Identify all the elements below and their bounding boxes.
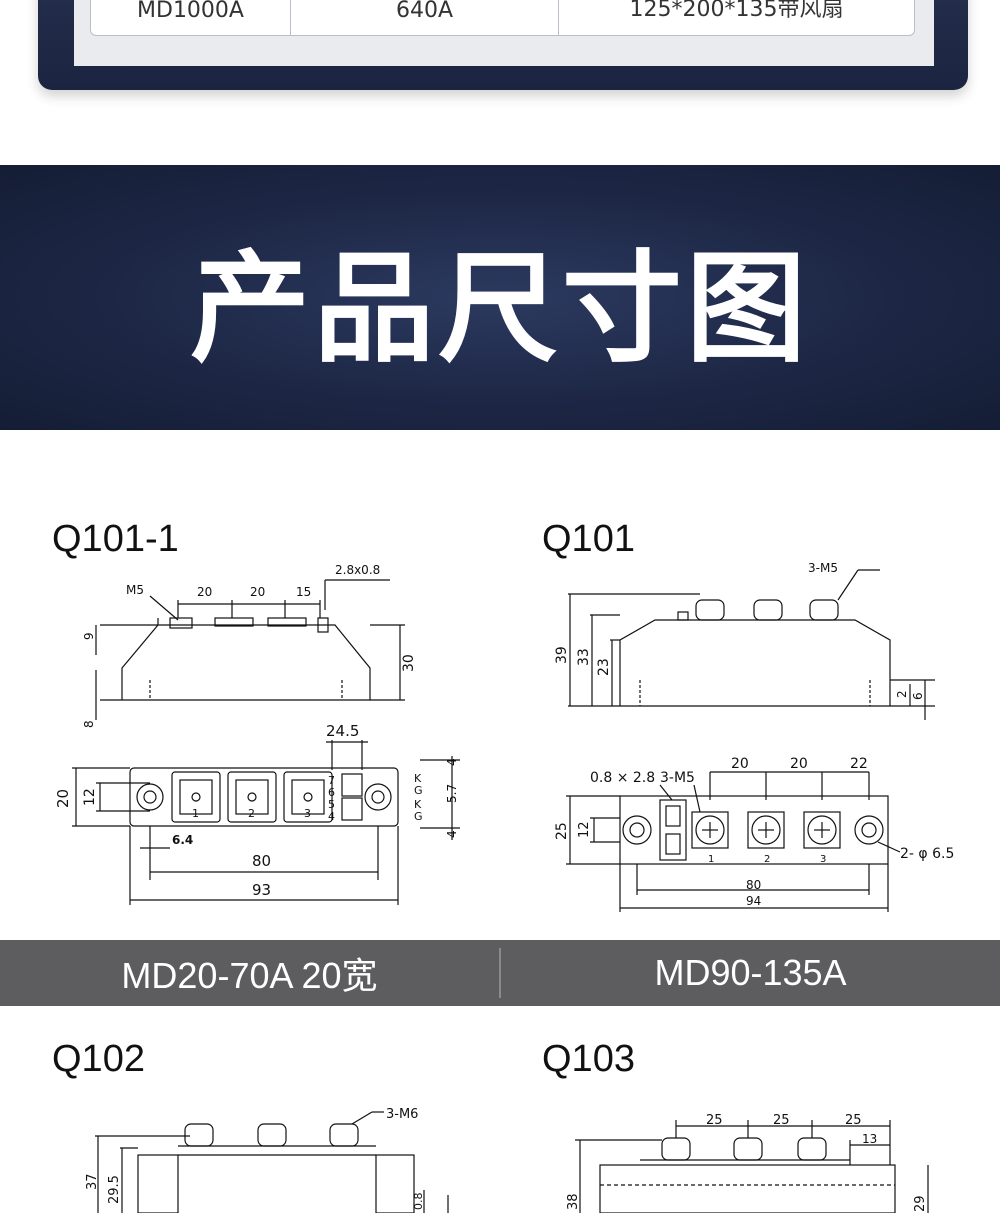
section-title: 产品尺寸图 xyxy=(190,239,810,379)
dim-9: 9 xyxy=(82,632,96,640)
dim-20v: 20 xyxy=(54,789,72,808)
table-cell-model: MD1000A xyxy=(91,0,291,35)
model-label-bar: MD20-70A 20宽 MD90-135A xyxy=(0,940,1000,1006)
dim-4b: 4 xyxy=(445,830,459,838)
dim-13: 13 xyxy=(862,1132,877,1146)
terminal-1: 1 xyxy=(708,854,714,865)
terminal-2: 2 xyxy=(248,807,255,820)
drawing-q101: 3-M5 39 33 23 2 6 0.8 × 2.8 3-M5 20 20 2… xyxy=(554,561,954,912)
pin-7: 7 xyxy=(328,774,335,787)
dim-30: 30 xyxy=(401,654,417,672)
panel-title-q103: Q103 xyxy=(542,1038,635,1080)
label-left: MD20-70A 20宽 xyxy=(121,955,378,996)
drawing-q101-1: M5 20 20 15 2.8x0.8 9 30 8 24.5 20 12 6.… xyxy=(54,563,460,905)
dim-28x08: 2.8x0.8 xyxy=(335,563,380,577)
dim-0-8: 0.8 xyxy=(412,1193,425,1211)
dim-23: 23 xyxy=(596,658,612,676)
label-divider xyxy=(499,948,501,998)
dim-12: 12 xyxy=(82,788,98,806)
terminal-1: 1 xyxy=(192,807,199,820)
spec-table-row: MD1000A 640A 125*200*135带风扇 xyxy=(90,0,915,36)
dim-93: 93 xyxy=(252,881,271,899)
pin-k1: K xyxy=(414,772,422,785)
terminal-3: 3 xyxy=(304,807,311,820)
dim-8: 8 xyxy=(82,720,96,728)
pin-k2: K xyxy=(414,798,422,811)
dim-20b: 20 xyxy=(790,756,808,772)
dim-25b: 25 xyxy=(773,1113,790,1128)
dim-80: 80 xyxy=(746,878,761,892)
drawing-q103: 25 25 25 13 38 29 xyxy=(566,1113,929,1213)
panel-title-q101: Q101 xyxy=(542,518,635,560)
table-cell-size: 125*200*135带风扇 xyxy=(629,0,844,22)
dim-12: 12 xyxy=(577,821,592,838)
pin-g2: G xyxy=(414,810,423,823)
pin-4: 4 xyxy=(328,810,335,823)
dim-33: 33 xyxy=(576,648,592,666)
panel-title-q102: Q102 xyxy=(52,1038,145,1080)
pin-6: 6 xyxy=(328,786,335,799)
pin-5: 5 xyxy=(328,798,335,811)
dim-3-m6: 3-M6 xyxy=(386,1107,418,1122)
dim-94: 94 xyxy=(746,894,761,908)
dim-6-4: 6.4 xyxy=(172,833,193,847)
dim-6: 6 xyxy=(911,692,925,700)
section-banner: 产品尺寸图 xyxy=(0,165,1000,430)
pin-g1: G xyxy=(414,784,423,797)
dim-hole: 2- φ 6.5 xyxy=(900,846,954,862)
terminal-3: 3 xyxy=(820,854,826,865)
dim-3-m5: 3-M5 xyxy=(660,770,695,786)
dim-20b: 20 xyxy=(250,585,265,599)
dim-20a: 20 xyxy=(731,756,749,772)
dim-25a: 25 xyxy=(706,1113,723,1128)
dim-39: 39 xyxy=(554,646,570,664)
dim-4a: 4 xyxy=(445,758,459,766)
label-right: MD90-135A xyxy=(654,952,847,993)
panel-title-q101-1: Q101-1 xyxy=(52,518,179,560)
dim-15: 15 xyxy=(296,585,311,599)
dim-25: 25 xyxy=(554,822,570,840)
table-cell-current: 640A xyxy=(291,0,559,35)
dim-24-5: 24.5 xyxy=(326,722,359,740)
dim-38: 38 xyxy=(566,1193,581,1210)
dim-3-m5-top: 3-M5 xyxy=(808,561,838,575)
dim-80: 80 xyxy=(252,852,271,870)
dim-0-8x2-8: 0.8 × 2.8 xyxy=(590,770,655,786)
dim-m5: M5 xyxy=(126,583,144,597)
dim-37: 37 xyxy=(85,1173,100,1190)
dim-29-5: 29.5 xyxy=(107,1175,122,1204)
dim-22: 22 xyxy=(850,756,868,772)
dim-20a: 20 xyxy=(197,585,212,599)
dim-2: 2 xyxy=(895,690,909,698)
dim-29: 29 xyxy=(913,1195,928,1212)
dim-25c: 25 xyxy=(845,1113,862,1128)
terminal-2: 2 xyxy=(764,854,770,865)
dim-5-7: 5.7 xyxy=(445,784,459,803)
drawing-q102: 3-M6 37 29.5 0.8 xyxy=(85,1107,449,1213)
